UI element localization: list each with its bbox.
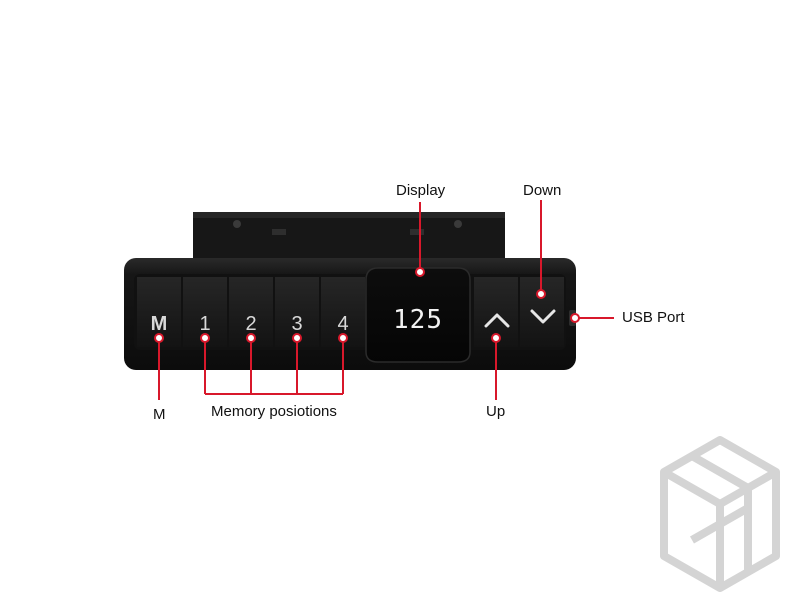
memory-button-3-label: 3 xyxy=(291,313,302,335)
mem3-marker xyxy=(292,333,302,343)
display-value: 125 xyxy=(393,305,443,335)
screw-hole-left xyxy=(233,220,241,228)
bracket-notch-left xyxy=(272,229,286,235)
usb-port-label: USB Port xyxy=(622,309,685,326)
up-marker xyxy=(491,333,501,343)
mem4-marker xyxy=(338,333,348,343)
bracket-notch-right xyxy=(410,229,424,235)
display-label: Display xyxy=(396,182,446,199)
up-label: Up xyxy=(486,403,506,420)
display-screen: 125 xyxy=(365,267,471,363)
screw-hole-right xyxy=(454,220,462,228)
m-label: M xyxy=(153,406,166,423)
display-marker xyxy=(415,267,425,277)
down-chevron-icon xyxy=(530,309,556,324)
down-marker xyxy=(536,289,546,299)
callout-markers xyxy=(154,267,580,343)
down-label: Down xyxy=(523,182,562,199)
memory-button-4-label: 4 xyxy=(337,313,348,335)
m-marker xyxy=(154,333,164,343)
cube-logo-icon xyxy=(660,436,780,592)
mounting-bracket xyxy=(193,212,505,262)
memory-button-2-label: 2 xyxy=(245,313,256,335)
mem1-marker xyxy=(200,333,210,343)
up-chevron-icon xyxy=(484,313,510,328)
memory-positions-label: Memory posiotions xyxy=(211,403,337,420)
memory-button-1-label: 1 xyxy=(199,313,210,335)
usb-marker xyxy=(570,313,580,323)
mem2-marker xyxy=(246,333,256,343)
callouts xyxy=(158,200,614,400)
m-button-label: M xyxy=(151,313,168,335)
